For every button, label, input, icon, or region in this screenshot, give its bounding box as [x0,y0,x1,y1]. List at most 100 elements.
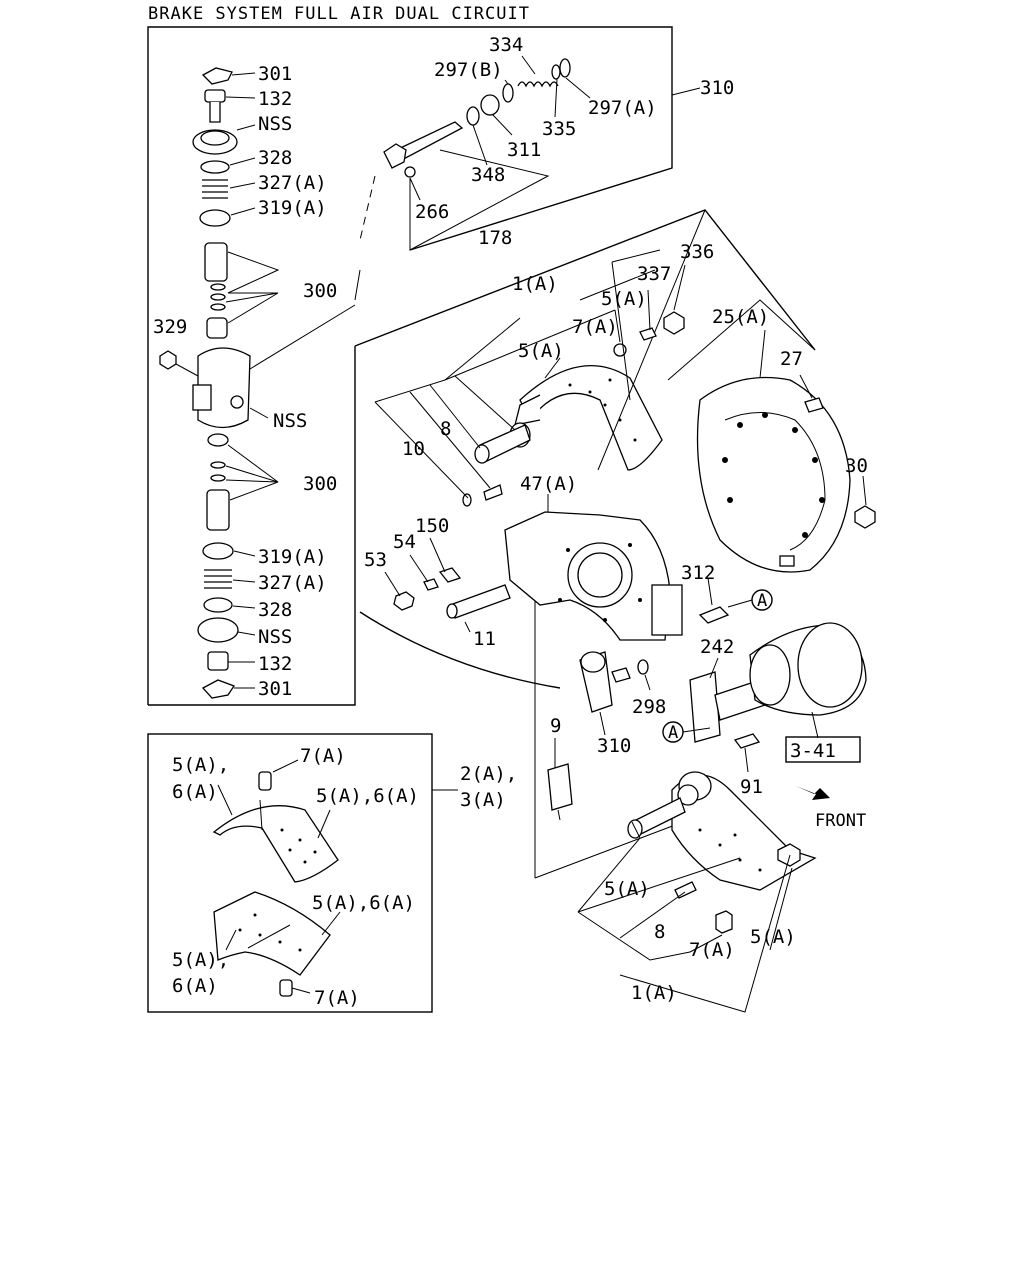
bolt-30 [854,505,876,529]
brake-shoe-upper [519,365,663,471]
label-150: 150 [415,515,449,537]
label-53: 53 [364,549,387,571]
ring-297b [502,83,514,103]
ring-297a [559,58,571,78]
bolt-312 [698,606,730,624]
label-front: FRONT [815,811,866,831]
pin-8-upper [483,484,503,501]
adjuster-shaft-group: 334 297(B) 297(A) 310 335 311 348 266 17… [383,34,734,251]
bolt-53 [393,591,415,611]
label-nss-1: NSS [258,113,292,135]
gear-300-bottom [207,433,229,447]
brake-spider: 47(A) 150 54 53 11 [364,473,683,650]
label-335: 335 [542,118,576,140]
label-5a-bottom-1: 5(A) [604,878,650,900]
clip-27 [804,397,824,413]
label-27: 27 [780,348,803,370]
label-circle-a-1: A [757,591,767,611]
inset-label-6a-1: 6(A) [172,781,218,803]
label-5a-top-1: 5(A) [601,288,647,310]
label-3a: 3(A) [460,789,506,811]
bolt-7a-lower [715,910,733,934]
label-319a-top: 319(A) [258,197,327,219]
label-311: 311 [507,139,541,161]
label-5a-top-2: 5(A) [518,340,564,362]
ref-3-41-text: 3-41 [790,740,836,762]
label-91: 91 [740,776,763,798]
label-312: 312 [681,562,715,584]
label-336: 336 [680,241,714,263]
seat-319a-top [199,209,231,227]
sleeve-300-top [204,242,228,282]
screw-132-top [204,89,226,103]
clip-301-bottom [201,679,235,699]
inset-label-7a-1: 7(A) [300,745,346,767]
spring-9 [547,763,573,811]
label-47a: 47(A) [520,473,577,495]
lock-150 [438,567,462,583]
washer-348 [466,106,480,126]
spring-327a-bottom [204,569,232,589]
ref-box-3-41 [785,736,861,763]
bolt-337 [639,327,657,341]
label-329: 329 [153,316,187,338]
spring-311 [480,94,500,116]
label-1a-bottom: 1(A) [631,982,677,1004]
anchor-pin-11 [449,584,511,619]
ring-335 [551,64,561,80]
label-nss-3: NSS [258,626,292,648]
dust-shield: 336 337 25(A) 27 30 [637,241,876,573]
label-301-bottom: 301 [258,678,292,700]
label-328-bottom: 328 [258,599,292,621]
label-nss-2: NSS [273,410,307,432]
label-310-bottom: 310 [597,735,631,757]
bearing-nss-bottom [197,617,239,643]
label-328-top: 328 [258,147,292,169]
pin-8-lower [674,881,697,899]
diagram-title: BRAKE SYSTEM FULL AIR DUAL CIRCUIT [148,4,530,24]
lining-lower [213,891,331,976]
lower-brake-shoe: 5(A) 8 7(A) 5(A) 1(A) [577,771,817,1013]
label-300-top: 300 [303,280,337,302]
inset-label-6a-4: 6(A) [172,975,218,997]
label-348: 348 [471,164,505,186]
screw-329 [159,350,177,370]
label-300-bottom: 300 [303,473,337,495]
label-334: 334 [489,34,523,56]
screw-132-bottom [207,651,229,671]
label-25a: 25(A) [712,306,769,328]
lining-inset: 5(A), 6(A) 7(A) 5(A),6(A) 2(A), 3(A) 5(A… [147,733,517,1013]
rivet-7a-lower [279,979,293,997]
inset-label-5a-4: 5(A), [172,949,229,971]
label-301-top: 301 [258,63,292,85]
dust-shield-plate [696,376,851,573]
label-337: 337 [637,263,671,285]
label-7a-bottom: 7(A) [689,939,735,961]
inset-label-7a-2: 7(A) [314,987,360,1009]
inset-label-5a6a-2: 5(A),6(A) [316,785,419,807]
label-5a-bottom-2: 5(A) [750,926,796,948]
label-297b: 297(B) [434,59,503,81]
upper-brake-shoe: 1(A) 5(A) 7(A) 5(A) 10 8 [374,209,706,507]
seat-319a-bottom [202,542,234,560]
lining-upper [212,805,339,883]
label-297a: 297(A) [588,97,657,119]
label-11: 11 [473,628,496,650]
nut-336 [663,311,685,335]
label-7a-top: 7(A) [572,316,618,338]
left-panel: 301 132 NSS 328 327(A) 319(A) 300 329 NS… [147,26,673,706]
slack-adjuster-group: 312 A 242 298 A 310 9 3-41 91 FRONT [359,562,867,831]
clip-10 [462,493,472,507]
label-8-top: 8 [440,418,451,440]
label-298: 298 [632,696,666,718]
label-310-top: 310 [700,77,734,99]
label-327a-top: 327(A) [258,172,327,194]
label-242: 242 [700,636,734,658]
label-327a-bottom: 327(A) [258,572,327,594]
clip-301-top [201,67,233,85]
flange-242 [689,671,721,743]
label-8-bottom: 8 [654,921,665,943]
label-30: 30 [845,455,868,477]
label-132-bottom: 132 [258,653,292,675]
label-9: 9 [550,715,561,737]
